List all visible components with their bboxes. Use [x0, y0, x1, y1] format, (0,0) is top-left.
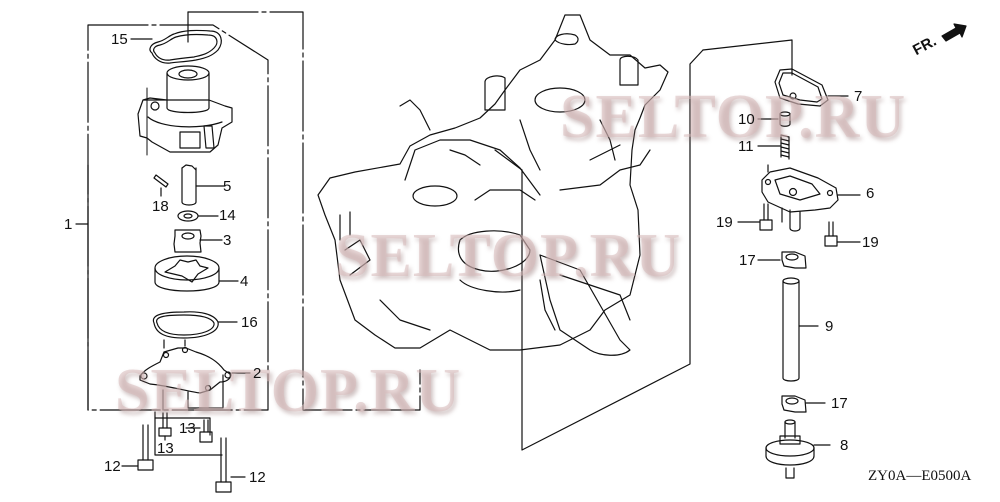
callout-14[interactable]: 14 [219, 207, 236, 224]
cover-6-drawing [761, 164, 861, 232]
screw-13-drawing [158, 412, 213, 443]
callout-19-left[interactable]: 19 [716, 214, 733, 231]
strainer-8-drawing [765, 419, 831, 479]
diagram-code: ZY0A—E0500A [868, 468, 972, 484]
callout-12-left[interactable]: 12 [104, 458, 121, 475]
callout-16[interactable]: 16 [241, 314, 258, 331]
outer-rotor-4-drawing [154, 255, 239, 292]
callout-3[interactable]: 3 [223, 232, 232, 249]
callout-13-lower[interactable]: 13 [157, 440, 174, 457]
assembly-bracket-1 [75, 24, 269, 411]
callout-15[interactable]: 15 [111, 31, 128, 48]
clip-17-upper-drawing [757, 251, 807, 269]
callout-4[interactable]: 4 [240, 273, 249, 290]
o-ring-16-drawing [152, 311, 238, 339]
callout-2[interactable]: 2 [253, 365, 262, 382]
cover-2-drawing [139, 339, 251, 411]
bolt-19-drawing [737, 203, 861, 247]
gasket-7-drawing [774, 68, 849, 107]
callout-6[interactable]: 6 [866, 185, 875, 202]
front-direction-arrow [941, 23, 967, 42]
pump-body-drawing [137, 65, 233, 156]
callout-19-right[interactable]: 19 [862, 234, 879, 251]
shaft-5-drawing [181, 164, 226, 206]
callout-10[interactable]: 10 [738, 111, 755, 128]
callout-8[interactable]: 8 [840, 437, 849, 454]
engine-block-drawing [317, 14, 669, 356]
cap-10-drawing [757, 111, 791, 127]
tube-9-drawing [782, 277, 819, 382]
callout-9[interactable]: 9 [825, 318, 834, 335]
right-bracket-lines [494, 39, 793, 451]
gasket-15-drawing [130, 29, 222, 64]
callout-1[interactable]: 1 [64, 216, 73, 233]
callout-17-lower[interactable]: 17 [831, 395, 848, 412]
seal-14-drawing [177, 210, 219, 222]
block-frame-bracket [154, 11, 421, 456]
callout-5[interactable]: 5 [223, 178, 232, 195]
callout-13-upper[interactable]: 13 [179, 420, 196, 437]
callout-7[interactable]: 7 [854, 88, 863, 105]
clip-17-lower-drawing [781, 395, 826, 413]
inner-rotor-3-drawing [173, 229, 223, 253]
callout-11[interactable]: 11 [738, 138, 754, 155]
dowel-pin-18-drawing [153, 174, 169, 197]
bolt-12-drawing [121, 424, 246, 493]
callout-17-upper[interactable]: 17 [739, 252, 756, 269]
callout-12-right[interactable]: 12 [249, 469, 266, 486]
callout-18[interactable]: 18 [152, 198, 169, 215]
spring-11-drawing [757, 134, 790, 160]
